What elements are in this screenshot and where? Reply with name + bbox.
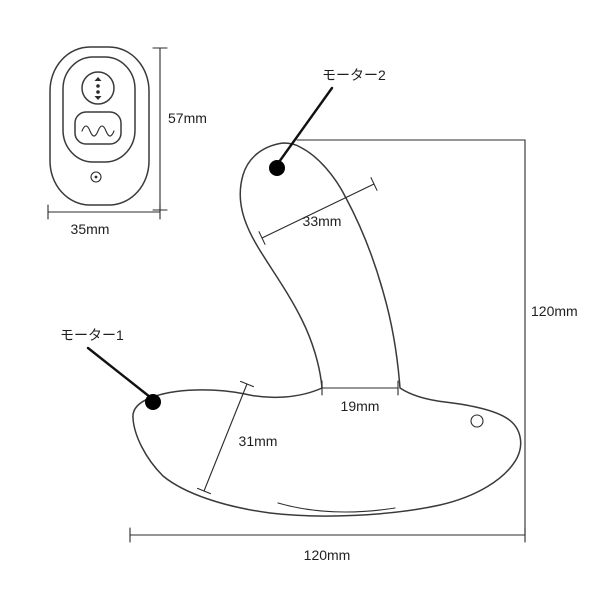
remote-inner-panel <box>62 56 136 163</box>
led-dot-icon <box>90 171 102 183</box>
motor2-label: モーター2 <box>322 67 386 83</box>
led-dot-center <box>94 175 98 179</box>
lobe-width-label: 31mm <box>239 433 278 449</box>
motor2-annotation: モーター2 <box>269 67 386 176</box>
remote-outline <box>49 46 150 206</box>
device-body-drawing <box>132 142 522 517</box>
motor1-dot <box>145 394 161 410</box>
wave-icon <box>81 125 115 137</box>
dimension-120mm-height: 120mm <box>296 139 578 536</box>
dimension-33mm: 33mm <box>258 177 378 245</box>
dimension-19mm: 19mm <box>321 380 399 414</box>
remote-control-drawing <box>49 46 150 206</box>
neck-width-label: 19mm <box>341 398 380 414</box>
motor1-annotation: モーター1 <box>60 327 161 410</box>
remote-top-button <box>81 71 115 105</box>
remote-dimension-57mm: 57mm <box>152 47 207 211</box>
remote-bottom-button <box>74 111 122 145</box>
motor2-pointer-line <box>277 86 334 164</box>
device-outline <box>132 142 522 517</box>
motor2-dot <box>269 160 285 176</box>
device-seam-line <box>277 502 396 513</box>
remote-width-label: 35mm <box>71 221 110 237</box>
pattern-dots-icon <box>94 77 102 100</box>
remote-dimension-35mm: 35mm <box>47 204 161 237</box>
dimension-120mm-width: 120mm <box>129 527 526 563</box>
overall-width-label: 120mm <box>304 547 351 563</box>
motor1-pointer-line <box>86 346 152 399</box>
motor1-label: モーター1 <box>60 327 124 343</box>
overall-height-label: 120mm <box>531 303 578 319</box>
dimension-31mm: 31mm <box>196 380 278 495</box>
device-button-detail <box>470 414 484 428</box>
head-width-label: 33mm <box>303 213 342 229</box>
remote-height-label: 57mm <box>168 110 207 126</box>
